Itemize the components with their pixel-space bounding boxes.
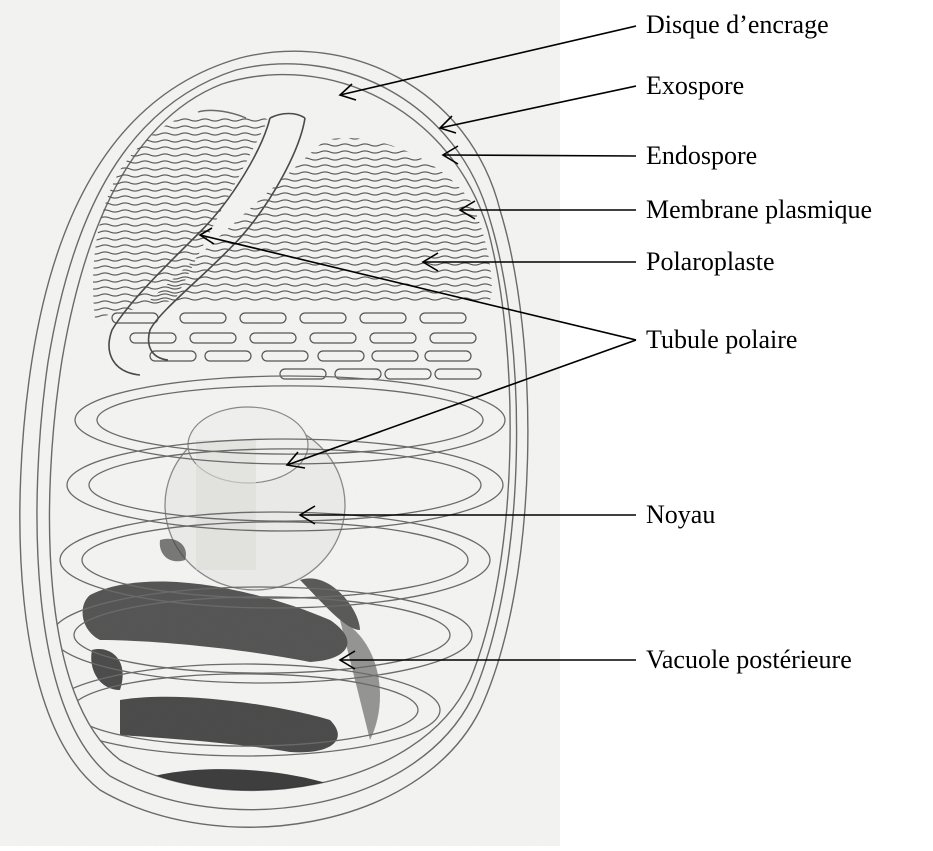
label-plasma-membrane: Membrane plasmique bbox=[646, 195, 872, 224]
label-nucleus: Noyau bbox=[646, 500, 715, 529]
label-anchoring-disc: Disque d’encrage bbox=[646, 10, 829, 39]
label-exospore: Exospore bbox=[646, 71, 744, 100]
label-polar-tubule: Tubule polaire bbox=[646, 325, 797, 354]
label-endospore: Endospore bbox=[646, 141, 757, 170]
label-polaroplast: Polaroplaste bbox=[646, 247, 775, 276]
labels: Disque d’encrage Exospore Endospore Memb… bbox=[646, 10, 872, 674]
label-posterior-vacuole: Vacuole postérieure bbox=[646, 645, 852, 674]
